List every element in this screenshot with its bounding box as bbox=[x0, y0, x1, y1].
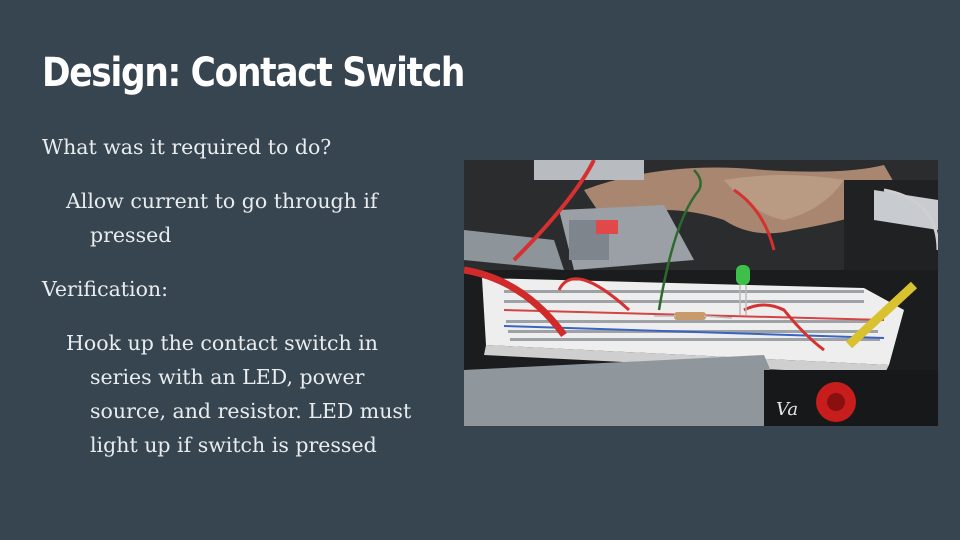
photo-label: Va bbox=[776, 399, 798, 420]
slide-body: What was it required to do? Allow curren… bbox=[42, 130, 442, 462]
circuit-photo: Va bbox=[464, 160, 938, 426]
bullet-level-1: Verification: bbox=[42, 277, 169, 301]
slide-title: Design: Contact Switch bbox=[42, 50, 465, 96]
bullet-level-1: What was it required to do? bbox=[42, 135, 332, 159]
bullet-level-2: Allow current to go through if pressed bbox=[66, 189, 378, 247]
bullet-level-2: Hook up the contact switch in series wit… bbox=[66, 331, 412, 457]
